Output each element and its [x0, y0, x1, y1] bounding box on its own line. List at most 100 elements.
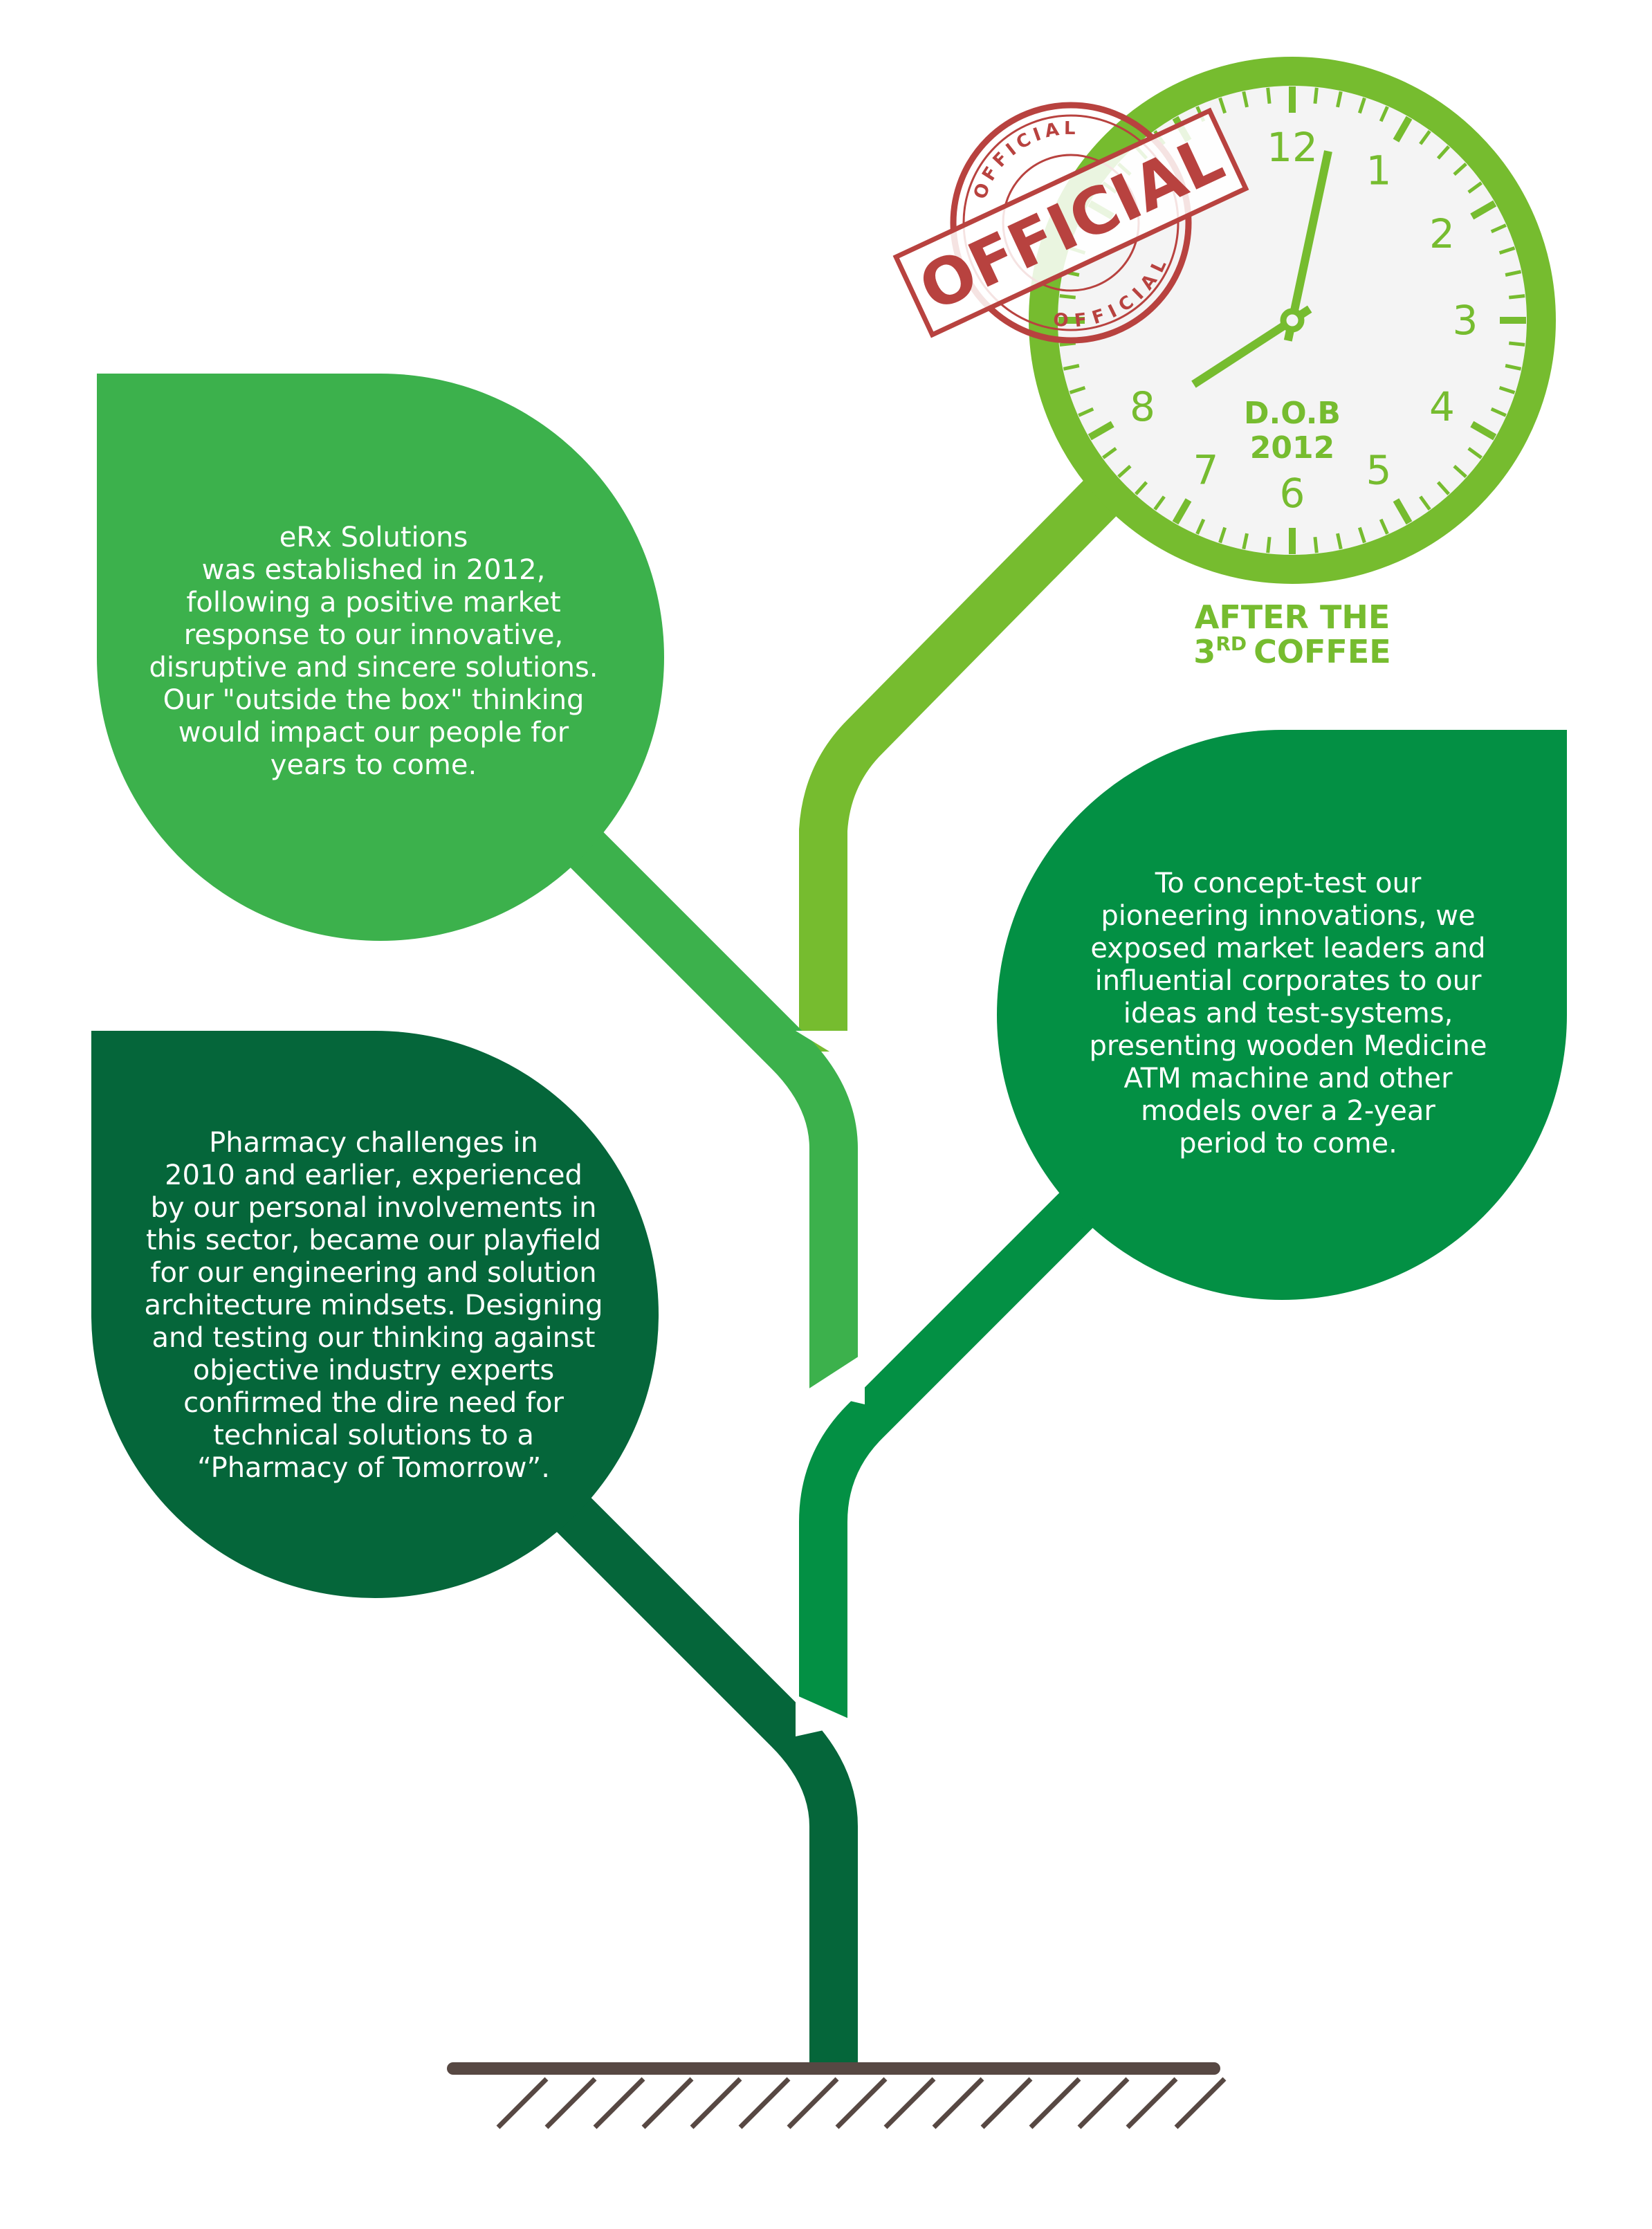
hatch-mark: [1126, 2077, 1178, 2129]
clock-tick: [1102, 447, 1117, 459]
leaf-text-line: technical solutions to a: [213, 1420, 534, 1451]
stem-cut: [806, 1352, 865, 1404]
leaf-text-line: by our personal involvements in: [151, 1192, 597, 1224]
clock-tick: [1505, 364, 1522, 371]
clock-tick: [1078, 407, 1094, 417]
caption-line-2: 3RD COFFEE: [1193, 632, 1391, 670]
leaf-text-line: eRx Solutions: [279, 522, 468, 553]
clock-tick: [1242, 533, 1249, 550]
clock-tick: [1153, 495, 1166, 511]
leaf-right: [997, 730, 1567, 1300]
clock-tick: [1218, 97, 1227, 114]
clock-number: 5: [1366, 447, 1392, 494]
clock-tick: [1117, 464, 1132, 479]
leaf-text-line: period to come.: [1179, 1128, 1397, 1159]
clock-tick: [1134, 481, 1148, 495]
leaf-text-line: was established in 2012,: [202, 554, 546, 586]
clock-tick: [1379, 106, 1389, 122]
clock-tick: [1453, 464, 1467, 479]
hatch-mark: [980, 2077, 1033, 2129]
clock-tick: [1419, 130, 1431, 145]
clock-tick: [1470, 200, 1497, 220]
clock-tick: [1336, 91, 1343, 108]
leaf-text-line: years to come.: [270, 749, 477, 781]
hatch-mark: [641, 2077, 694, 2129]
dob-year: 2012: [1250, 430, 1334, 466]
clock-tick: [1266, 87, 1272, 104]
hatch-mark: [1174, 2077, 1227, 2129]
caption-coffee: COFFEE: [1254, 633, 1391, 670]
clock-number: 2: [1429, 210, 1455, 257]
leaf-text-line: confirmed the dire need for: [183, 1387, 564, 1419]
hatch-mark: [787, 2077, 839, 2129]
clock-tick: [1436, 481, 1451, 495]
clock-number: 6: [1280, 470, 1305, 517]
clock-tick: [1357, 97, 1366, 114]
leaf-text-line: would impact our people for: [178, 717, 569, 749]
hatch-mark: [496, 2077, 549, 2129]
clock-number: 3: [1453, 297, 1478, 344]
caption-number: 3: [1193, 633, 1215, 670]
leaf-bottom: [91, 1031, 659, 1598]
stem-clock: [799, 474, 1124, 1052]
clock-tick: [1313, 87, 1319, 104]
stem-cut: [796, 1031, 858, 1069]
clock-tick: [1490, 223, 1507, 234]
clock-tick: [1393, 498, 1413, 525]
hatch-mark: [690, 2077, 742, 2129]
clock-tick: [1436, 145, 1451, 160]
clock-tick: [1467, 181, 1483, 194]
hatch-mark: [1029, 2077, 1081, 2129]
leaf-text-line: ideas and test-systems,: [1123, 998, 1453, 1029]
hatch-mark: [738, 2077, 791, 2129]
stem-top-leaf: [564, 827, 858, 1391]
leaf-text-line: disruptive and sincere solutions.: [149, 652, 598, 684]
clock-tick: [1419, 495, 1431, 511]
clock-tick: [1498, 246, 1516, 255]
stem-cut: [796, 1695, 858, 1736]
clock-tick: [1357, 526, 1366, 544]
clock-tick: [1069, 385, 1086, 394]
stem-right-leaf: [799, 1186, 1100, 1723]
clock-number: 7: [1193, 447, 1219, 494]
clock-tick: [1063, 364, 1080, 371]
clock-tick: [1467, 447, 1483, 459]
leaf-text-line: this sector, became our playfield: [146, 1224, 601, 1256]
leaf-text-line: following a positive market: [186, 587, 560, 618]
clock-tick: [1470, 421, 1497, 441]
clock-tick: [1509, 341, 1525, 347]
caption-line-1: AFTER THE: [1195, 598, 1391, 636]
clock-tick: [1379, 518, 1389, 535]
clock-tick: [1453, 162, 1467, 176]
dob-label: D.O.B: [1244, 396, 1341, 431]
clock-pivot: [1280, 308, 1305, 333]
clock-number: 12: [1267, 124, 1318, 171]
clock-tick: [1218, 526, 1227, 544]
hatch-mark: [932, 2077, 984, 2129]
clock-tick: [1172, 498, 1192, 525]
caption-superscript: RD: [1215, 632, 1247, 655]
leaf-text-line: Our "outside the box" thinking: [163, 684, 585, 716]
clock-number: 8: [1130, 383, 1155, 430]
leaf-text-line: models over a 2-year: [1141, 1095, 1435, 1127]
leaf-top: [97, 374, 664, 941]
leaf-text-line: for our engineering and solution: [150, 1257, 596, 1289]
clock-number: 4: [1429, 383, 1455, 430]
leaf-text-line: “Pharmacy of Tomorrow”.: [197, 1452, 550, 1484]
leaf-text-line: To concept-test our: [1155, 868, 1422, 899]
clock-tick: [1490, 407, 1507, 417]
leaf-text-line: exposed market leaders and: [1090, 933, 1485, 964]
leaf-text-line: objective industry experts: [193, 1355, 554, 1386]
clock-tick: [1498, 385, 1516, 394]
clock-tick: [1393, 116, 1413, 143]
leaf-text-line: pioneering innovations, we: [1101, 900, 1475, 932]
leaf-text-line: response to our innovative,: [184, 619, 564, 651]
leaf-text-line: ATM machine and other: [1123, 1063, 1453, 1094]
clock-tick: [1059, 294, 1076, 300]
hatch-mark: [883, 2077, 936, 2129]
leaf-text-line: influential corporates to our: [1095, 965, 1482, 997]
